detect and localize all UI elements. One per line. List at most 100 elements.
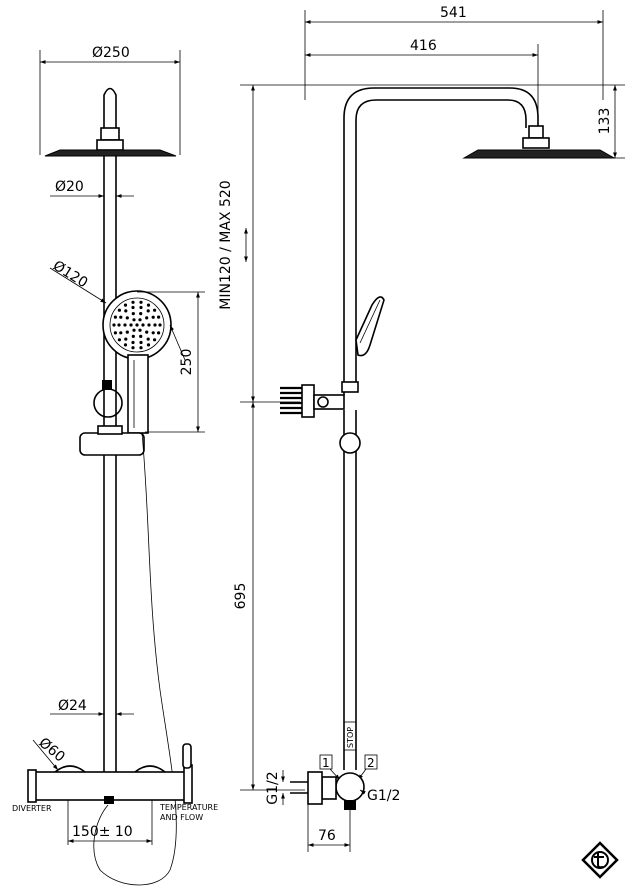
brand-t-logo-icon [581,841,619,879]
inlet-right-label: G1/2 [367,788,400,804]
nozzle-dot [141,323,145,327]
centers-label: 150± 10 [72,824,133,840]
arm-nut [100,127,120,141]
head-connector [96,139,124,151]
shower-hose [93,432,177,886]
side-mixer-body [335,772,365,802]
nozzle-dot [129,323,133,327]
nozzle-dot [124,309,128,313]
nozzle-dot [131,305,135,310]
hand-dia-leader [49,267,107,304]
lower-height-label: 695 [233,583,249,610]
nozzle-dot [131,300,135,304]
nozzle-dot [158,323,162,327]
nozzle-dot [123,323,127,327]
overhead-shower-head [44,149,177,157]
nozzle-dot [113,331,117,335]
temperature-label-line2: AND FLOW [160,813,203,822]
nozzle-dot [132,328,136,332]
temp-knob-end [183,764,193,804]
nozzle-dot [125,316,129,320]
nozzle-dot [124,337,128,341]
nozzle-dot [112,323,116,327]
front-view: Ø250 Ø20 Ø120 250 [12,45,218,886]
nozzle-dot [125,330,129,334]
hand-shower-ring [109,297,165,353]
position-2-box [364,754,378,770]
slider-knob [97,425,123,435]
diverter-knob-end [27,769,37,803]
nozzle-dot [146,343,151,347]
nozzle-dot [131,346,135,350]
nozzle-dot [131,334,135,338]
hand-face-leader [169,324,186,361]
side-view: 541 416 133 MIN120 / MAX 520 [218,5,625,852]
side-pipe-joint [339,432,361,454]
thermostatic-mixer-body [33,771,187,801]
side-wall-flange [307,771,323,805]
nozzle-dot [153,323,157,327]
nozzle-dot [157,315,161,319]
left-eccentric [54,765,86,773]
side-head-connector [522,137,550,149]
knob-diameter-label: Ø60 [35,735,67,766]
inlet-right-leader [359,789,366,795]
side-holder-collar [341,381,359,393]
side-overhead-shower-head [462,149,616,159]
hand-shower-handle [127,354,149,434]
nozzle-dot [117,323,121,327]
lower-diameter-label: Ø24 [58,698,87,714]
diverter-label: DIVERTER [12,804,52,813]
slider-bracket [79,432,145,456]
nozzle-dot [113,315,117,319]
nozzle-dot [139,346,143,350]
nozzle-dot [131,312,135,316]
nozzle-dot [146,337,150,341]
position-1-box [319,754,333,770]
head-diameter-label: Ø250 [92,45,130,61]
nozzle-dot [139,340,143,345]
depth-label: 76 [318,828,336,844]
arm-height-label: 133 [597,108,613,135]
nozzle-dot [157,331,161,335]
nozzle-dot [139,300,143,304]
hand-height-label: 250 [179,349,195,376]
nozzle-dot [117,308,121,312]
nozzle-dot [145,316,149,320]
inlet-left-label: G1/2 [265,771,281,804]
holder-clip [102,380,112,390]
nozzle-dot [153,338,157,342]
position-1-label: 1 [322,756,330,770]
temperature-label-line1: TEMPERATURE [159,803,218,812]
nozzle-dot [132,318,136,322]
nozzle-dot [123,343,128,347]
riser-arm-outer [343,87,539,395]
shower-arm-top [103,87,117,140]
range-label: MIN120 / MAX 520 [218,180,234,309]
pipe-diameter-label: Ø20 [55,179,84,195]
nozzle-dot [146,309,150,313]
nozzle-dot [117,338,121,342]
nozzle-dot [119,331,123,335]
hose-loop [93,388,123,418]
nozzle-dot [153,308,157,312]
mixer-outlet [104,796,114,804]
nozzle-dot [151,315,155,319]
side-eccentric-nut [321,776,337,800]
temp-lever [182,743,192,769]
nozzle-dot [131,340,135,345]
side-slider-plate [301,384,315,418]
nozzle-dot [145,330,149,334]
side-slider-screw [317,396,329,408]
side-hand-shower [355,296,385,357]
nozzle-dot [139,305,143,310]
nozzle-dot [123,303,128,307]
nozzle-dot [119,315,123,319]
side-slider-teeth [280,386,302,415]
stop-box [343,721,357,751]
nozzle-dot [147,323,151,327]
knob-dia-leader [32,739,59,771]
side-hand-detail [359,299,381,344]
nozzle-dot [138,328,142,332]
hand-shower-nozzles [112,300,162,350]
